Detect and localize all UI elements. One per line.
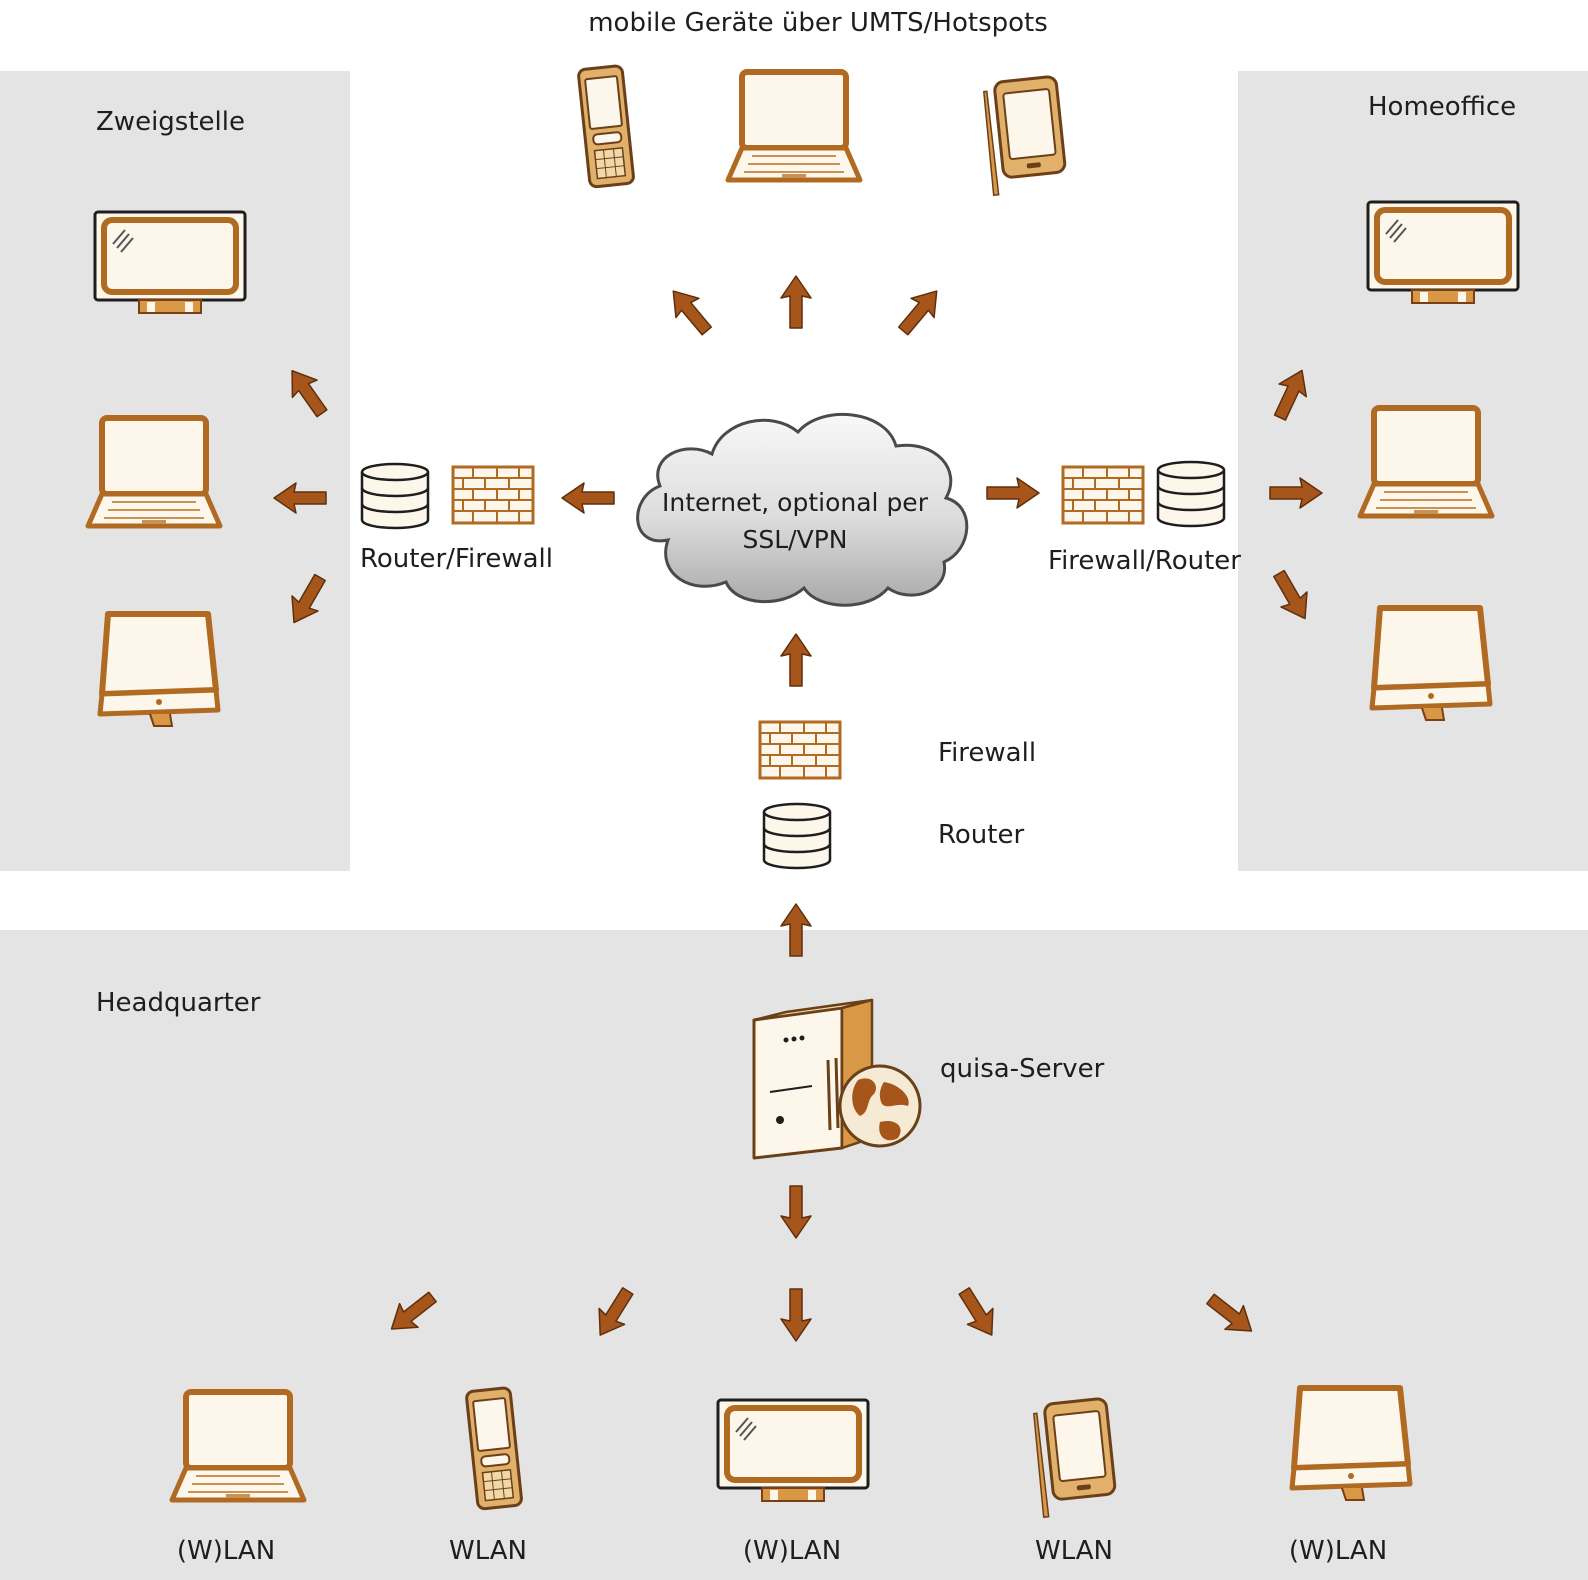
laptop-icon (88, 418, 220, 526)
internet-cloud-line2: SSL/VPN (742, 525, 848, 554)
monitor-icon (718, 1400, 868, 1501)
imac-icon (100, 614, 218, 726)
imac-icon (1292, 1388, 1410, 1500)
router-icon (360, 462, 430, 530)
lan-label-3: (W)LAN (742, 1536, 842, 1566)
arrow-up-left-icon (661, 280, 719, 342)
headquarter-label: Headquarter (96, 988, 261, 1018)
wlan-label-4: WLAN (1034, 1536, 1114, 1566)
arrow-right-icon (986, 477, 1040, 509)
router-label: Router (938, 820, 1025, 850)
pda-icon (980, 74, 1069, 197)
monitor-icon (1368, 202, 1518, 303)
arrow-up-icon (780, 275, 812, 329)
internet-cloud-label: Internet, optional per SSL/VPN (662, 484, 928, 558)
router-firewall-label: Router/Firewall (360, 544, 553, 574)
monitor-icon (95, 212, 245, 313)
firewall-icon (758, 720, 842, 780)
globe-icon (838, 1064, 922, 1148)
internet-cloud (636, 412, 969, 607)
homeoffice-label: Homeoffice (1368, 92, 1517, 122)
firewall-label: Firewall (938, 738, 1037, 768)
firewall-router-label: Firewall/Router (1048, 546, 1241, 576)
internet-cloud-line1: Internet, optional per (662, 488, 928, 517)
phone-icon (576, 63, 636, 189)
lan-label-1: (W)LAN (176, 1536, 276, 1566)
arrow-up-right-icon (891, 280, 949, 342)
mobile-devices-label: mobile Geräte über UMTS/Hotspots (588, 8, 1048, 38)
zweigstelle-label: Zweigstelle (96, 107, 245, 137)
server-label: quisa-Server (940, 1054, 1105, 1084)
firewall-icon (451, 465, 535, 525)
wlan-label-2: WLAN (448, 1536, 528, 1566)
router-icon (1156, 460, 1226, 528)
laptop-icon (172, 1392, 304, 1500)
arrow-up-icon (780, 633, 812, 687)
laptop-icon (1360, 408, 1492, 516)
imac-icon (1372, 608, 1490, 720)
arrow-left-icon (561, 482, 615, 514)
lan-label-5: (W)LAN (1288, 1536, 1388, 1566)
router-icon (762, 802, 832, 870)
firewall-icon (1061, 465, 1145, 525)
laptop-icon (728, 72, 860, 180)
